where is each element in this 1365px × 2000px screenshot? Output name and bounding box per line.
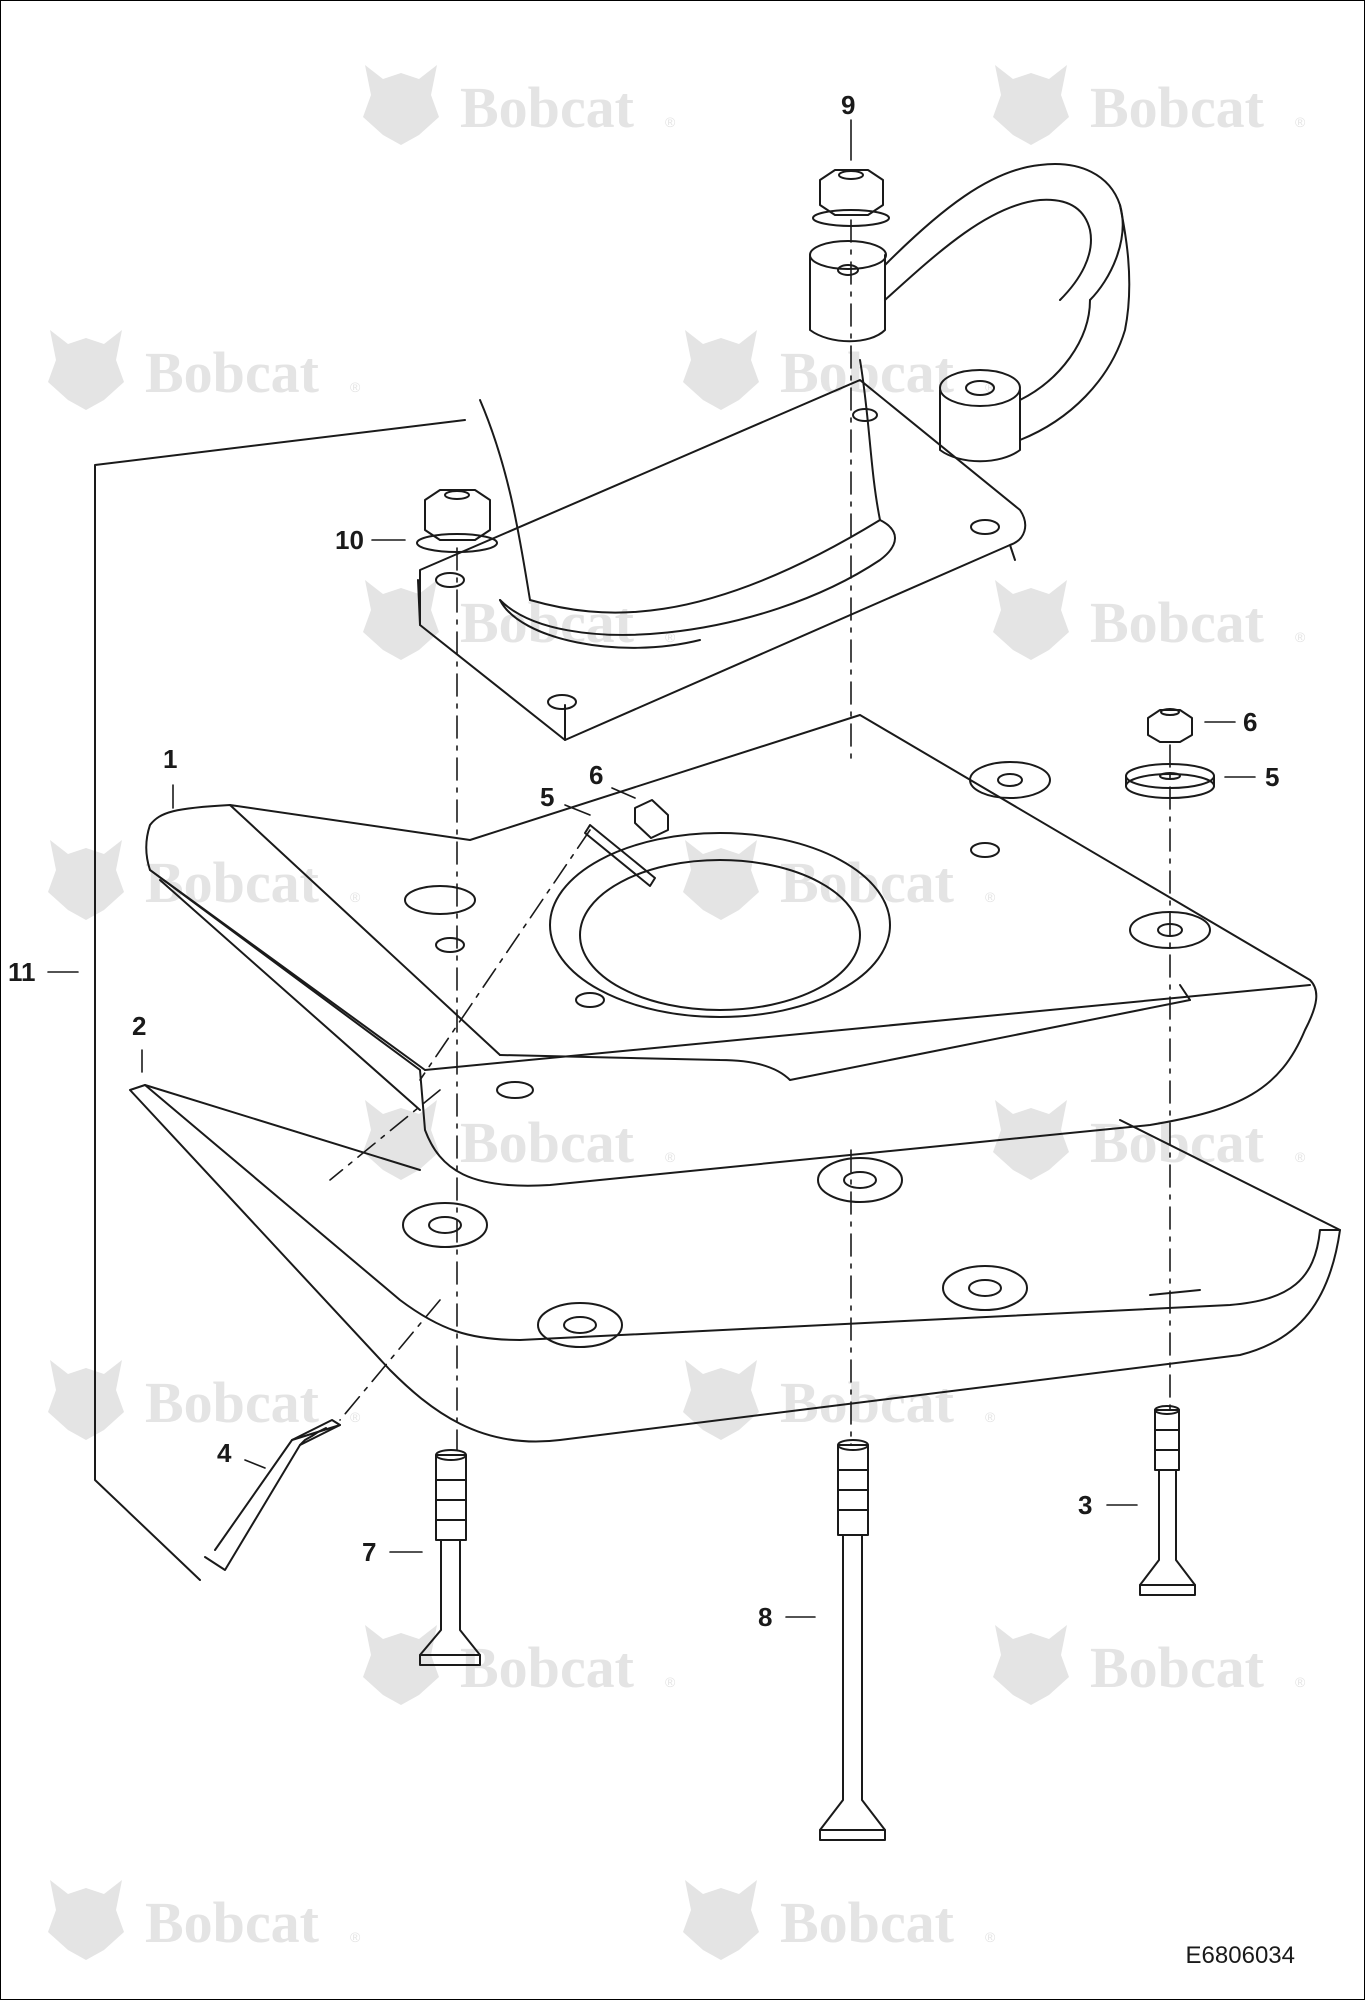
watermark-text: Bobcat bbox=[780, 340, 955, 405]
bobcat-logo-icon bbox=[683, 1880, 759, 1960]
watermark-reg: ® bbox=[1295, 629, 1306, 645]
callout-5-right: 5 bbox=[1265, 762, 1280, 792]
bolt-7 bbox=[419, 1449, 481, 1666]
watermark-text: Bobcat bbox=[145, 1890, 320, 1955]
upper-mount-plate bbox=[417, 359, 1027, 741]
watermark-reg: ® bbox=[350, 889, 361, 905]
watermark-text: Bobcat bbox=[460, 590, 635, 655]
bobcat-logo-icon bbox=[48, 330, 124, 410]
callout-10: 10 bbox=[335, 525, 364, 555]
callout-11: 11 bbox=[8, 957, 36, 987]
assembly-bracket-line bbox=[94, 419, 466, 1581]
bobcat-logo-icon bbox=[993, 65, 1069, 145]
watermark-text: Bobcat bbox=[460, 75, 635, 140]
bobcat-logo-icon bbox=[993, 1100, 1069, 1180]
bolt-4 bbox=[204, 1419, 341, 1571]
callout-6-center: 6 bbox=[589, 760, 604, 790]
callout-5-center: 5 bbox=[540, 782, 555, 812]
watermark-reg: ® bbox=[985, 379, 996, 395]
watermark-reg: ® bbox=[350, 1929, 361, 1945]
callout-4: 4 bbox=[217, 1438, 232, 1468]
bobcat-logo-icon bbox=[48, 1360, 124, 1440]
bobcat-logo-icon bbox=[993, 580, 1069, 660]
callout-9: 9 bbox=[841, 90, 856, 120]
callout-3: 3 bbox=[1078, 1490, 1093, 1520]
watermark-reg: ® bbox=[665, 629, 676, 645]
bobcat-logo-icon bbox=[993, 1625, 1069, 1705]
callout-7: 7 bbox=[362, 1537, 377, 1567]
base-plate bbox=[145, 714, 1318, 1187]
watermark-reg: ® bbox=[665, 1149, 676, 1165]
watermark-text: Bobcat bbox=[145, 340, 320, 405]
washer-5-center bbox=[584, 824, 656, 887]
hex-nut-9 bbox=[812, 169, 890, 227]
watermark-reg: ® bbox=[665, 114, 676, 130]
watermark-text: Bobcat bbox=[460, 1110, 635, 1175]
watermark-reg: ® bbox=[985, 1409, 996, 1425]
lock-nut-6-right bbox=[1147, 708, 1193, 743]
bobcat-logo-icon bbox=[683, 330, 759, 410]
watermark-text: Bobcat bbox=[1090, 1635, 1265, 1700]
watermark-text: Bobcat bbox=[1090, 75, 1265, 140]
figure-id: E6806034 bbox=[1185, 1942, 1295, 1969]
callout-6-right: 6 bbox=[1243, 707, 1258, 737]
bobcat-logo-icon bbox=[48, 840, 124, 920]
watermark-reg: ® bbox=[1295, 1149, 1306, 1165]
watermark-text: Bobcat bbox=[780, 850, 955, 915]
bobcat-logo-icon bbox=[48, 1880, 124, 1960]
bolt-8 bbox=[819, 1439, 886, 1841]
watermark-tile: Bobcat ® bbox=[48, 1880, 361, 1960]
watermark-text: Bobcat bbox=[780, 1890, 955, 1955]
watermark-tile: Bobcat ® bbox=[363, 580, 676, 660]
bobcat-logo-icon bbox=[363, 1625, 439, 1705]
watermark-tile: Bobcat ® bbox=[363, 1625, 676, 1705]
watermark-reg: ® bbox=[350, 379, 361, 395]
callout-8: 8 bbox=[758, 1602, 773, 1632]
watermark-tile: Bobcat ® bbox=[48, 330, 361, 410]
bolt-3 bbox=[1139, 1405, 1196, 1596]
watermark-tile: Bobcat ® bbox=[993, 580, 1306, 660]
watermark-tile: Bobcat ® bbox=[363, 65, 676, 145]
watermark-tile: Bobcat ® bbox=[363, 1100, 676, 1180]
watermark-text: Bobcat bbox=[1090, 590, 1265, 655]
watermark-tile: Bobcat® bbox=[48, 840, 361, 920]
watermark-tile: Bobcat ® bbox=[48, 1360, 361, 1440]
skid-plate bbox=[129, 1084, 1341, 1443]
bobcat-logo-icon bbox=[683, 1360, 759, 1440]
watermark-reg: ® bbox=[1295, 114, 1306, 130]
watermark-reg: ® bbox=[665, 1674, 676, 1690]
watermark-tile: Bobcat ® bbox=[993, 1625, 1306, 1705]
watermark-reg: ® bbox=[350, 1409, 361, 1425]
watermark-text: Bobcat bbox=[145, 1370, 320, 1435]
callout-2: 2 bbox=[132, 1011, 147, 1041]
watermark-text: Bobcat bbox=[460, 1635, 635, 1700]
watermark-reg: ® bbox=[985, 889, 996, 905]
callout-1: 1 bbox=[163, 744, 178, 774]
watermark-reg: ® bbox=[985, 1929, 996, 1945]
assembly-center-lines bbox=[329, 219, 1171, 1451]
watermark-tile: Bobcat ® bbox=[683, 1880, 996, 1960]
callout-leaders bbox=[47, 119, 1256, 1618]
bobcat-logo-icon bbox=[363, 65, 439, 145]
bobcat-logo-icon bbox=[363, 1100, 439, 1180]
watermark-tile: Bobcat ® bbox=[993, 65, 1306, 145]
watermark-reg: ® bbox=[1295, 1674, 1306, 1690]
watermark-tile: Bobcat ® bbox=[683, 330, 996, 410]
handle-bracket bbox=[809, 163, 1131, 463]
lock-nut-6-center bbox=[634, 799, 669, 839]
